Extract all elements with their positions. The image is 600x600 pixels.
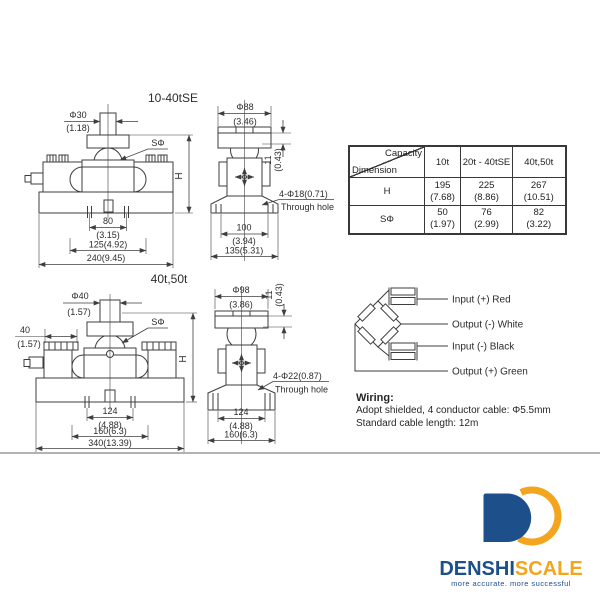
- through-hole-note: 4-Φ22(0.87): [273, 371, 322, 381]
- dim-sphere-label: SΦ: [151, 138, 164, 148]
- dim-dia40: Φ40: [71, 291, 88, 301]
- through-hole-note: 4-Φ18(0.71): [279, 189, 328, 199]
- dim-80: 80: [103, 216, 113, 226]
- wiring-title: Wiring:: [356, 392, 394, 404]
- dim-dia30-inch: (1.18): [66, 123, 90, 133]
- col-header-10t: 10t: [424, 145, 461, 178]
- dim-100-inch: (3.94): [232, 236, 256, 246]
- dim-40: 40: [20, 325, 30, 335]
- loadcell-front-view-small: 10-40tSE Φ30 (1.18) SΦ: [24, 91, 198, 268]
- divider: [0, 452, 600, 454]
- wiring-note-cable: Adopt shielded, 4 conductor cable: Φ5.5m…: [356, 405, 551, 416]
- dim-dia88-inch: (3.46): [233, 117, 257, 127]
- wiring-note-length: Standard cable length: 12m: [356, 417, 479, 429]
- dim-11: 11: [263, 155, 273, 164]
- brand-wordmark: DENSHISCALE: [420, 558, 600, 581]
- dim-135: 135(5.31): [225, 246, 264, 256]
- dim-240: 240(9.45): [87, 253, 126, 263]
- corner-label-dimension: Dimension: [352, 165, 397, 176]
- dim-100: 100: [236, 223, 251, 233]
- dim-160: 160(6.3): [224, 430, 258, 440]
- dim-124-inch: (4.88): [229, 421, 253, 431]
- table-row: SΦ 50(1.97) 76(2.99) 82(3.22): [348, 205, 566, 234]
- dim-124: 124: [233, 407, 248, 417]
- row-label-sphi: SΦ: [348, 205, 425, 234]
- dim-dia98-inch: (3.86): [229, 300, 253, 310]
- brand-denshi: DENSHI: [439, 558, 515, 580]
- dim-11-inch: (0.43): [273, 148, 283, 172]
- denshi-logo-icon: [483, 486, 562, 546]
- dim-dia40-inch: (1.57): [67, 307, 91, 317]
- capacity-dimension-table: Capacity Dimension 10t 20t - 40tSE 40t,5…: [348, 145, 567, 235]
- col-header-20t-40tse: 20t - 40tSE: [460, 145, 513, 178]
- dim-sphere-label: SΦ: [151, 317, 164, 327]
- brand-tagline: more accurate. more successful: [451, 579, 571, 588]
- dim-124: 124: [102, 406, 117, 416]
- logo-arc: [517, 486, 562, 546]
- loadcell-front-view-large: 40t,50t Φ40 (1.57) 40 (1.57): [15, 272, 197, 452]
- cell-s-20t40t: 76(2.99): [460, 205, 513, 234]
- dim-40-inch: (1.57): [17, 339, 41, 349]
- drawing-label-small: 10-40tSE: [148, 91, 198, 105]
- dim-160: 160(6.3): [93, 426, 127, 436]
- table-corner-cell: Capacity Dimension: [348, 145, 425, 178]
- loadcell-side-view-small: Φ88 (3.46) 11 (0.43) 4-Φ18(0.71) Through…: [210, 100, 334, 261]
- cell-h-10t: 195(7.68): [424, 177, 461, 206]
- logo-d-glyph: [483, 493, 532, 542]
- dim-11: 11: [264, 290, 274, 299]
- loadcell-side-view-large: Φ98 (3.86) 11 (0.43) 4-Φ22(0.87) Through…: [207, 283, 329, 444]
- cell-h-40t50t: 267(10.51): [512, 177, 566, 206]
- table-row: H 195(7.68) 225(8.86) 267(10.51): [348, 177, 566, 206]
- dim-11-inch: (0.43): [274, 283, 284, 307]
- row-label-h: H: [348, 177, 425, 206]
- corner-label-capacity: Capacity: [385, 148, 422, 159]
- dim-80-inch: (3.15): [96, 230, 120, 240]
- through-hole-note2: Through hole: [275, 385, 328, 395]
- mount-bolts: [46, 154, 168, 163]
- technical-drawings: 10-40tSE Φ30 (1.18) SΦ: [15, 91, 528, 452]
- through-hole-note2: Through hole: [281, 202, 334, 212]
- bolt-plates: [43, 341, 177, 351]
- col-header-40t50t: 40t,50t: [512, 145, 566, 178]
- wire-label-output-plus: Output (+) Green: [452, 367, 528, 378]
- cable-gland: [23, 356, 44, 369]
- wire-label-output-minus: Output (-) White: [452, 320, 524, 331]
- cell-s-40t50t: 82(3.22): [512, 205, 566, 234]
- dim-124-inch: (4.88): [98, 420, 122, 430]
- brand-scale: SCALE: [514, 558, 583, 580]
- wiring-notes: Wiring: Adopt shielded, 4 conductor cabl…: [356, 392, 551, 430]
- cable-gland: [24, 172, 44, 185]
- dim-dia88: Φ88: [236, 102, 253, 112]
- dim-height-label: H: [178, 355, 189, 362]
- dim-125: 125(4.92): [89, 240, 128, 250]
- cell-s-10t: 50(1.97): [424, 205, 461, 234]
- dim-height-label: H: [174, 172, 185, 179]
- drawing-label-large: 40t,50t: [151, 272, 188, 286]
- dim-dia30: Φ30: [69, 110, 86, 120]
- dim-dia98: Φ98: [232, 285, 249, 295]
- wire-label-input-minus: Input (-) Black: [452, 342, 515, 353]
- wire-label-input-plus: Input (+) Red: [452, 295, 511, 306]
- wheatstone-bridge-diagram: Input (+) Red Output (-) White Input (-)…: [354, 287, 528, 378]
- cell-h-20t40t: 225(8.86): [460, 177, 513, 206]
- dim-340: 340(13.39): [88, 438, 132, 448]
